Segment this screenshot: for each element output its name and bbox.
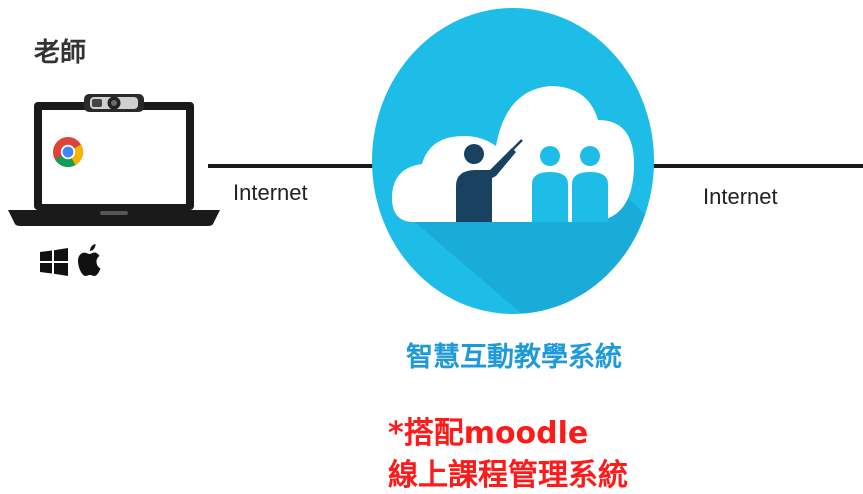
connection-line-left [208,164,390,168]
apple-icon [78,244,101,276]
internet-label-left: Internet [233,180,308,205]
windows-icon [40,248,68,276]
moodle-note-line-2: 線上課程管理系統 [388,458,628,493]
os-icons [40,244,101,276]
webcam-icon [84,94,144,112]
moodle-note-line-1: *搭配moodle [388,416,589,451]
teacher-label: 老師 [34,38,87,68]
laptop-icon [8,94,220,226]
cloud-classroom-icon [372,8,654,314]
internet-label-right: Internet [703,184,778,209]
chrome-icon [53,137,84,168]
system-title: 智慧互動教學系統 [406,342,622,373]
connection-line-right [632,164,863,168]
